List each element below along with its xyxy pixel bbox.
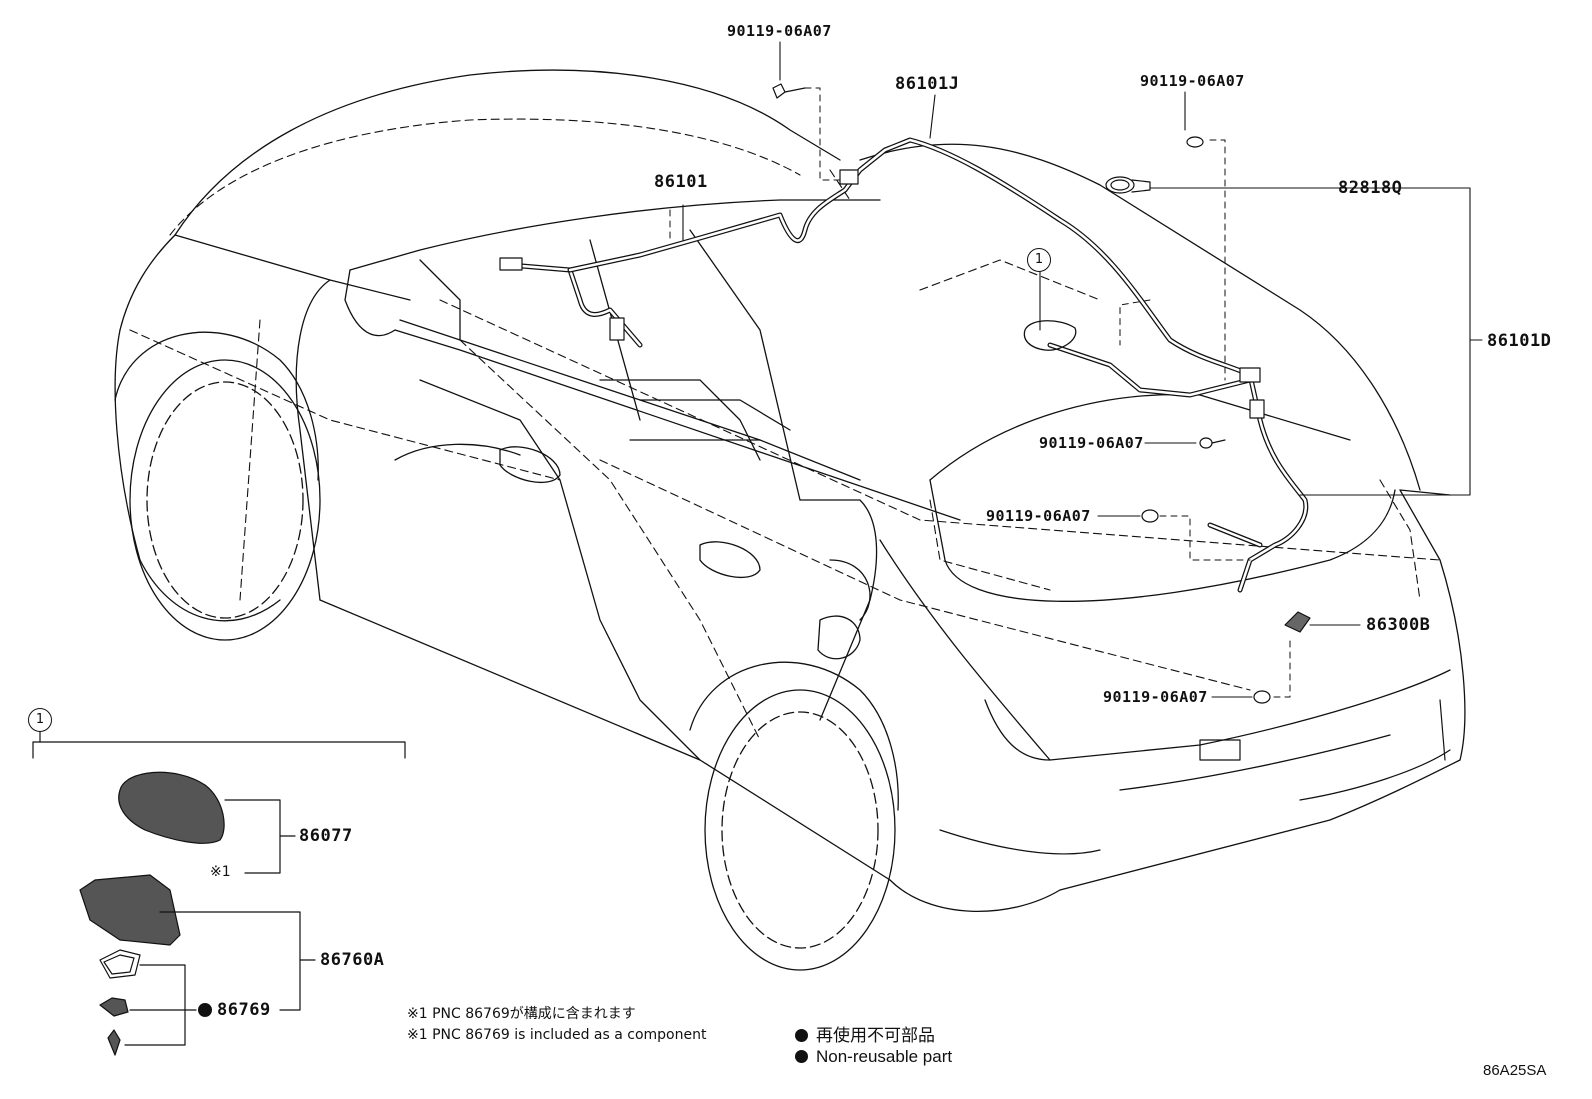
- figure-code: 86A25SA: [1483, 1062, 1547, 1079]
- note-japanese: ※1 PNC 86769が構成に含まれます: [407, 1006, 636, 1022]
- rear-bumper: [939, 699, 1451, 855]
- label-antenna-assy: 86760A: [320, 950, 385, 970]
- footnote-mark: ※1: [210, 864, 231, 880]
- note-english: ※1 PNC 86769 is included as a component: [407, 1027, 707, 1043]
- ref-marker-roof: 1: [1027, 248, 1051, 272]
- ref-marker-detail: 1: [28, 708, 52, 732]
- fasteners: [772, 83, 1271, 704]
- wire-harness: [499, 137, 1309, 593]
- label-bolt-lower: 90119-06A07: [1103, 688, 1208, 706]
- front-wheel: [114, 331, 321, 641]
- label-bolt-mid-1: 90119-06A07: [1039, 434, 1144, 452]
- legend-non-reusable-jp: 再使用不可部品: [795, 1021, 935, 1046]
- label-sensor: 86300B: [1366, 615, 1431, 635]
- label-bolt-mid-2: 90119-06A07: [986, 507, 1091, 525]
- grommet-part: [1105, 176, 1151, 194]
- label-antenna-cover: 86077: [299, 826, 353, 846]
- rear-wheel: [689, 661, 899, 971]
- legend-en-text: Non-reusable part: [816, 1047, 953, 1066]
- sensor-part: [1284, 611, 1311, 633]
- label-wire-rear: 86101D: [1487, 331, 1552, 351]
- legend-dot-icon: [795, 1050, 808, 1063]
- detail-box: [32, 731, 406, 1056]
- label-bolt-top-right: 90119-06A07: [1140, 72, 1245, 90]
- interior-hidden-lines: [129, 118, 1441, 741]
- label-wire-main: 86101: [654, 172, 708, 192]
- label-wire-roof-front: 86101J: [895, 74, 960, 94]
- label-bolt-top: 90119-06A07: [727, 22, 832, 40]
- dashed-leaders: [669, 87, 1291, 698]
- label-grommet: 82818Q: [1338, 178, 1403, 198]
- car-body-outline: [114, 69, 1466, 912]
- leader-lines: [682, 41, 1483, 698]
- label-gasket: 86769: [217, 1000, 271, 1020]
- legend-jp-text: 再使用不可部品: [816, 1026, 935, 1045]
- legend-non-reusable-en: Non-reusable part: [795, 1047, 952, 1067]
- roof-antenna-shape: [1023, 320, 1077, 351]
- legend-dots: [198, 1003, 212, 1017]
- legend-dot-icon: [795, 1029, 808, 1042]
